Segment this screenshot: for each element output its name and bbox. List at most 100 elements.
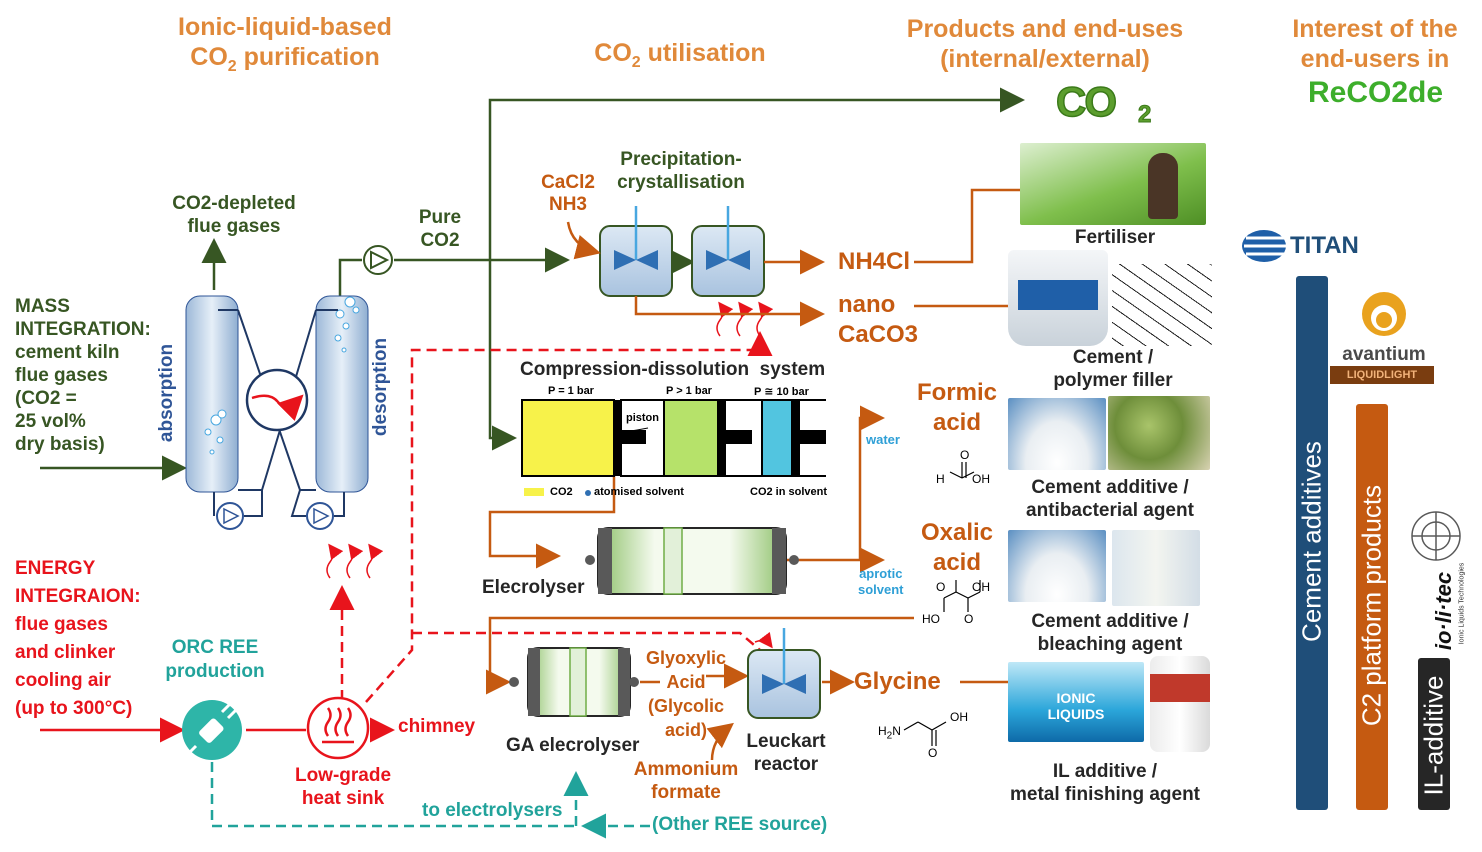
cement-additives-bar-label: Cement additives [1296,441,1327,642]
glycine-structure [903,721,947,746]
oxalic-atom-o1: O [936,580,946,594]
svg-text:CO: CO [1056,78,1115,124]
compression-label: Compression-dissolution system [520,359,826,380]
iolitec-logo: io·li·tec Ionic Liquids Technologies [1404,508,1468,658]
c2-platform-bar: C2 platform products [1356,404,1388,810]
glycine-atom-oh: OH [950,710,968,724]
header-products-line1: Products and end-uses [906,15,1184,43]
oxalic-atom-o2: O [964,612,974,626]
absorption-column [185,295,239,493]
precipitation-label: Precipitation-crystallisation [617,149,745,193]
orc-generator-icon [182,700,242,760]
il-additive-label: IL additive /metal finishing agent [1009,761,1201,805]
header-utilisation: CO2 utilisation [594,39,766,71]
glycine-label: Glycine [854,668,941,695]
oxalic-atom-ho: HO [922,612,940,626]
compression-vessel-2 [663,399,752,477]
pressure-1-label: P = 1 bar [548,385,594,397]
piston-label: piston [626,412,659,424]
header-purification-line2: CO2 purification [190,43,380,75]
formic-atom-h: H [936,472,945,486]
formic-powder-photo [1008,398,1106,470]
cement-bleaching-label: Cement additive /bleaching agent [1031,611,1189,655]
precipitation-tank-2 [691,206,765,297]
polymer-filler-photo [1112,264,1212,346]
header-purification: Ionic-liquid-based CO2 purification [150,12,420,82]
heat-sink-icon [306,696,370,760]
electrolyser-label: Elecrolyser [482,577,585,598]
nh4cl-label: NH4Cl [838,248,911,275]
precipitation-tank-1 [599,206,673,297]
avantium-logo: avantium [1334,288,1434,365]
electrolyser-cell [585,527,799,595]
pressure-3-label: P ≅ 10 bar [754,386,809,398]
cement-filler-label: Cement /polymer filler [1053,347,1173,391]
il-additive-bar: IL-additive [1418,658,1450,810]
desorption-column [315,295,369,493]
water-label: water [866,432,900,447]
recode-logo: ReCO2de [1308,76,1444,109]
oxalic-atom-oh1: OH [972,580,990,594]
supplement-bottle-photo [1150,656,1210,752]
ga-electrolyser-cell [509,647,639,717]
header-products-line2: (internal/external) [940,45,1150,73]
legend-solvent-dot [585,490,591,496]
to-electrolysers-label: to electrolysers [422,800,563,821]
co2-flow-lines [40,87,1025,481]
oxalic-acid-structure [943,580,981,612]
formic-atom-o: O [960,448,970,462]
header-purification-line1: Ionic-liquid-based [178,13,392,41]
formic-atom-oh: OH [972,472,990,486]
co2-grass-logo: CO 2 [1052,77,1170,128]
solvent-pump-left-icon [216,502,244,530]
fertiliser-photo [1020,143,1206,225]
cement-additives-bar: Cement additives [1296,276,1328,810]
heat-exchanger-icon [245,368,309,432]
fertiliser-label: Fertiliser [1074,227,1156,248]
formic-acid-structure [949,462,975,479]
electricity-lines [210,762,650,839]
cement-antibacterial-label: Cement additive /antibacterial agent [1026,477,1194,521]
glycine-atom-h2n: H2N [878,724,901,742]
heat-flow-lines [40,331,773,743]
compression-vessel-1 [521,399,646,477]
leuckart-reactor [747,628,821,719]
compression-vessel-3 [761,399,826,477]
co2-pump-icon [363,245,393,275]
desorption-label: desorption [370,337,391,437]
absorption-label: absorption [156,343,177,443]
heat-wavy-lines [326,301,774,649]
chimney-label: chimney [398,716,476,737]
titan-logo: TITAN [1240,228,1390,264]
legend-dissolved-label: CO2 in solvent [750,486,828,498]
legend-solvent-label: atomised solvent [594,486,684,498]
solvent-pump-right-icon [306,502,334,530]
other-ree-label: (Other REE source) [652,814,828,835]
header-interest-line2: end-users in [1300,45,1450,73]
header-interest-line1: Interest of the [1292,15,1458,43]
c2-platform-bar-label: C2 platform products [1356,484,1387,727]
legend-co2-swatch [524,488,544,496]
ionic-liquids-text: IONIC LIQUIDS [1047,690,1105,722]
pressure-2-label: P > 1 bar [666,385,712,397]
bacteria-photo [1108,396,1210,470]
header-interest: Interest of the end-users in [1270,14,1480,74]
glycine-atom-o: O [928,746,938,760]
bleach-bottles-photo [1112,530,1200,606]
oxalic-powder-photo [1008,530,1106,602]
